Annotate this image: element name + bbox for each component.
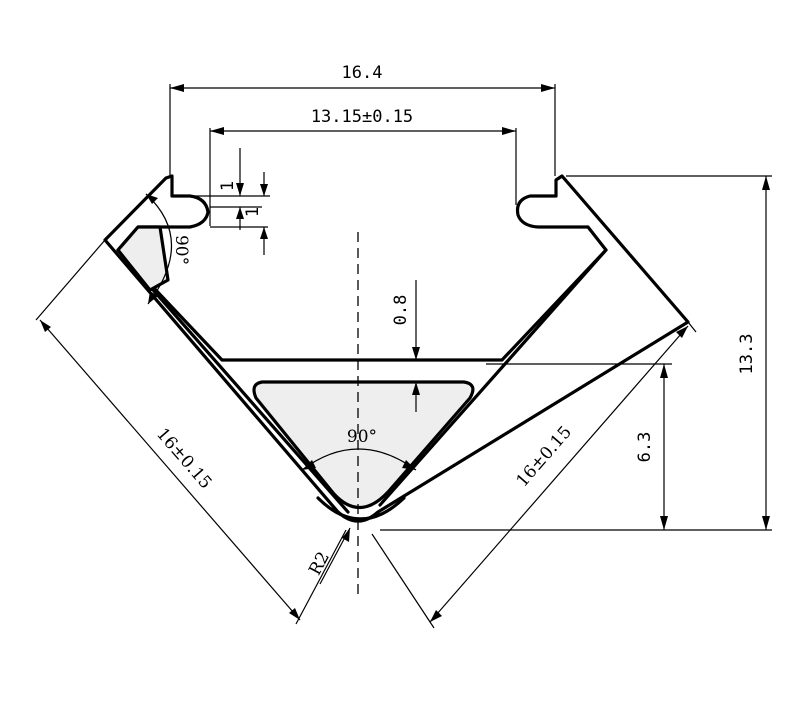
right-leg-ext-bottom	[371, 533, 435, 629]
dim-lip-1-label: 1	[218, 181, 238, 191]
right-leg-arrow-top	[676, 326, 688, 338]
wall-angle-arc	[145, 193, 173, 305]
right-leg-line	[429, 325, 689, 623]
lip-arrow-2	[236, 207, 244, 219]
left-leg-arrow-top	[40, 320, 51, 332]
dim-13-3-arrow-bottom	[762, 516, 770, 530]
left-leg-ext-top	[35, 239, 106, 321]
inner-angle-arc	[301, 448, 417, 471]
thickness-arrow-bottom	[412, 382, 420, 395]
dim-lip-2-label: 1	[243, 207, 263, 217]
lip-arrow-3	[260, 184, 268, 196]
dim-left-leg-label: 16±0.15	[152, 424, 215, 493]
lip-arrow-4	[260, 227, 268, 239]
dim-6-3-arrow-bottom	[660, 516, 668, 530]
left-channel	[116, 225, 170, 292]
dim-thickness-label: 0.8	[391, 295, 411, 326]
dim-right-leg-label: 16±0.15	[512, 422, 575, 491]
left-leg-line	[39, 319, 301, 621]
dim-radius-label: R2	[305, 549, 334, 579]
dim-13-3-arrow-top	[762, 176, 770, 190]
dim-top-width-label: 16.4	[342, 63, 383, 83]
left-leg-arrow-bottom	[289, 608, 300, 620]
radius-arrow	[342, 528, 350, 542]
inner-angle-arrow-left	[302, 460, 316, 470]
thickness-arrow-top	[412, 347, 420, 360]
dim-16-4-arrow-right	[541, 84, 555, 92]
wall-angle-arrow-top	[146, 194, 158, 204]
bottom-radius-outer	[316, 496, 406, 521]
dim-opening-width-label: 13.15±0.15	[311, 107, 413, 127]
dim-6-3-arrow-top	[660, 364, 668, 378]
wall-angle-arrow-bottom	[148, 291, 158, 304]
right-leg-ext-top	[687, 321, 697, 333]
dim-lower-height-label: 6.3	[635, 432, 655, 463]
right-leg-arrow-bottom	[430, 610, 442, 622]
dim-inner-angle-label: 90°	[347, 427, 377, 447]
dim-13-15-arrow-left	[210, 127, 224, 135]
dim-16-4-arrow-left	[170, 84, 184, 92]
lip-arrow-1	[236, 183, 244, 196]
inner-angle-arrow-right	[402, 460, 416, 470]
left-leg-ext-bottom	[295, 529, 347, 625]
dim-total-height-label: 13.3	[737, 334, 757, 375]
dim-wall-angle-label: 90°	[171, 235, 191, 265]
dim-13-15-arrow-right	[502, 127, 516, 135]
lower-cavity	[252, 380, 475, 510]
right-wall-inner-line	[378, 248, 608, 507]
